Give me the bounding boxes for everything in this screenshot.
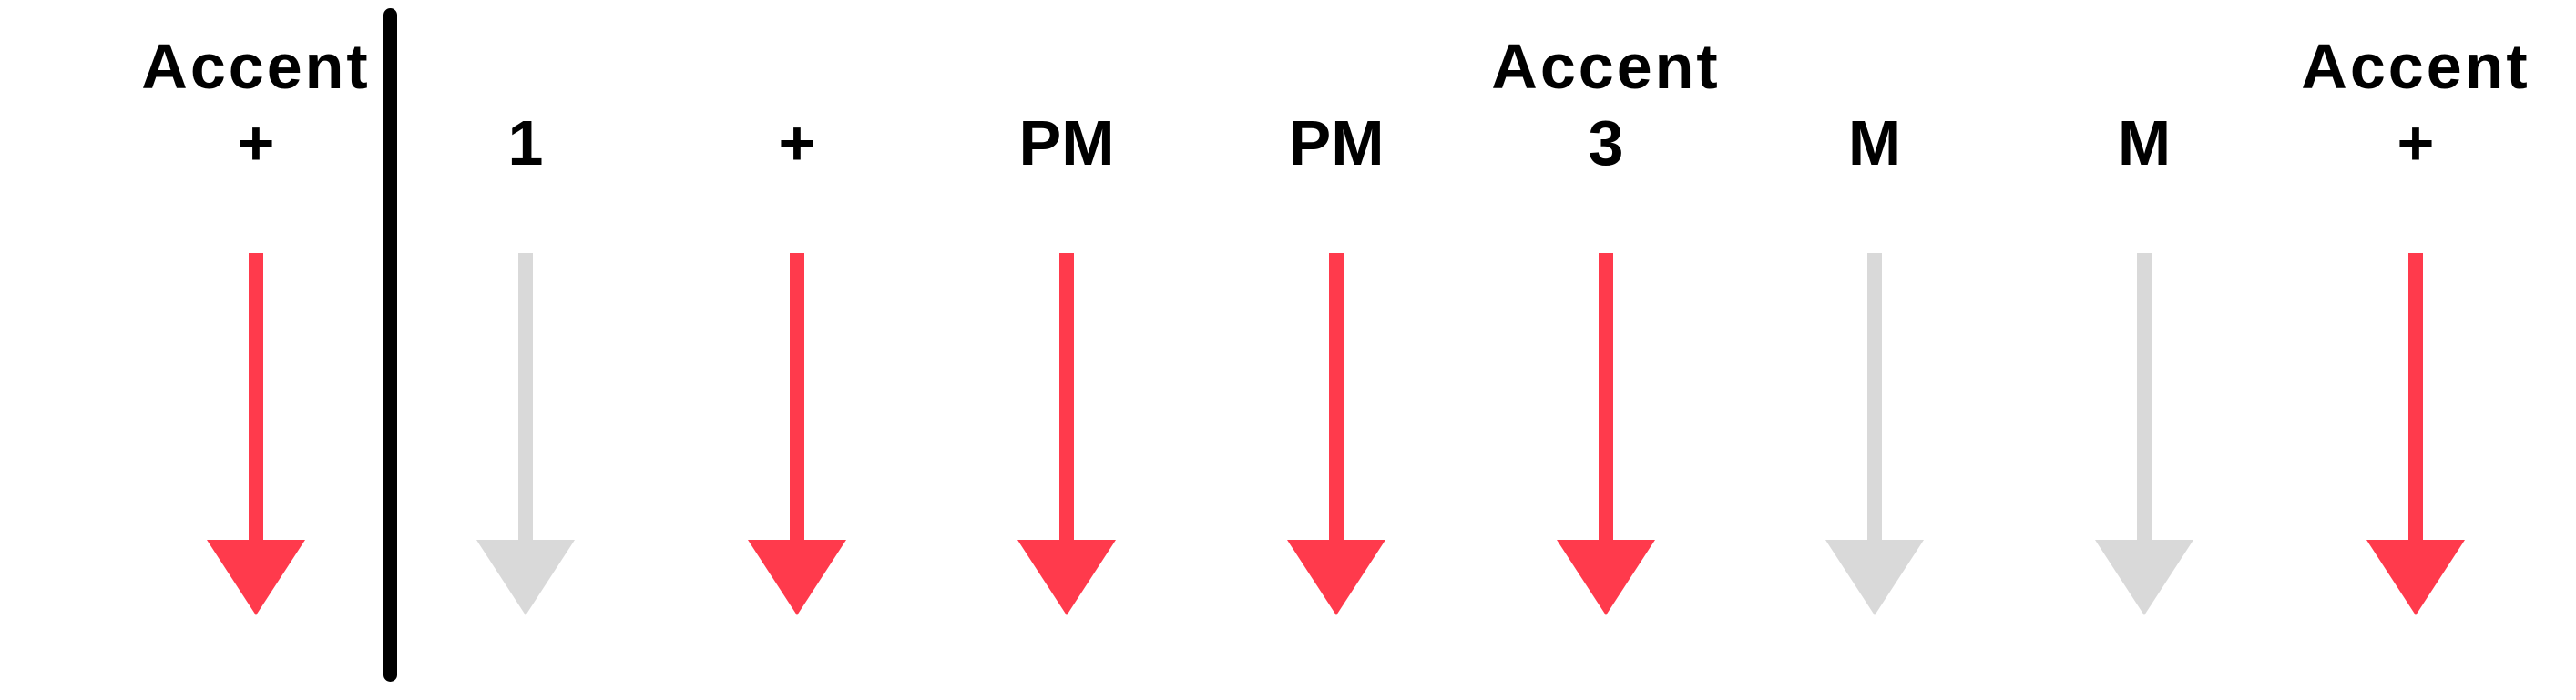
down-arrow-icon: [1287, 253, 1385, 615]
column-3: PM: [932, 0, 1201, 700]
arrow-head: [1825, 540, 1924, 615]
down-arrow-icon: [748, 253, 846, 615]
down-arrow-icon: [1825, 253, 1924, 615]
arrow-head: [2366, 540, 2465, 615]
arrow-shaft: [249, 253, 263, 544]
column-label: PM: [1018, 107, 1115, 178]
accent-label: Accent: [141, 31, 371, 102]
arrow-shaft: [1599, 253, 1613, 544]
arrow-shaft: [790, 253, 804, 544]
column-6: M: [1740, 0, 2009, 700]
arrow-shaft: [2137, 253, 2152, 544]
arrow-shaft: [518, 253, 533, 544]
down-arrow-icon: [207, 253, 305, 615]
column-label: M: [2117, 107, 2172, 178]
column-4: PM: [1201, 0, 1471, 700]
column-7: M: [2009, 0, 2279, 700]
column-2: +: [662, 0, 932, 700]
arrow-head: [1287, 540, 1385, 615]
arrow-head: [1557, 540, 1655, 615]
column-0: Accent+: [121, 0, 391, 700]
arrow-head: [1017, 540, 1116, 615]
column-label: +: [2397, 107, 2435, 178]
column-8: Accent+: [2281, 0, 2550, 700]
arrow-head: [748, 540, 846, 615]
down-arrow-icon: [2095, 253, 2193, 615]
column-label: PM: [1288, 107, 1385, 178]
column-label: 3: [1588, 107, 1624, 178]
divider-line: [383, 8, 397, 682]
down-arrow-icon: [2366, 253, 2465, 615]
arrow-head: [476, 540, 575, 615]
column-label: M: [1847, 107, 1902, 178]
accent-label: Accent: [1491, 31, 1721, 102]
arrow-head: [2095, 540, 2193, 615]
column-label: 1: [507, 107, 544, 178]
column-label: +: [778, 107, 816, 178]
arrow-shaft: [1329, 253, 1344, 544]
column-label: +: [237, 107, 275, 178]
down-arrow-icon: [1017, 253, 1116, 615]
accent-label: Accent: [2301, 31, 2530, 102]
column-1: 1: [391, 0, 660, 700]
arrow-head: [207, 540, 305, 615]
down-arrow-icon: [476, 253, 575, 615]
arrow-shaft: [1867, 253, 1882, 544]
down-arrow-icon: [1557, 253, 1655, 615]
arrow-shaft: [2408, 253, 2423, 544]
arrow-shaft: [1059, 253, 1074, 544]
